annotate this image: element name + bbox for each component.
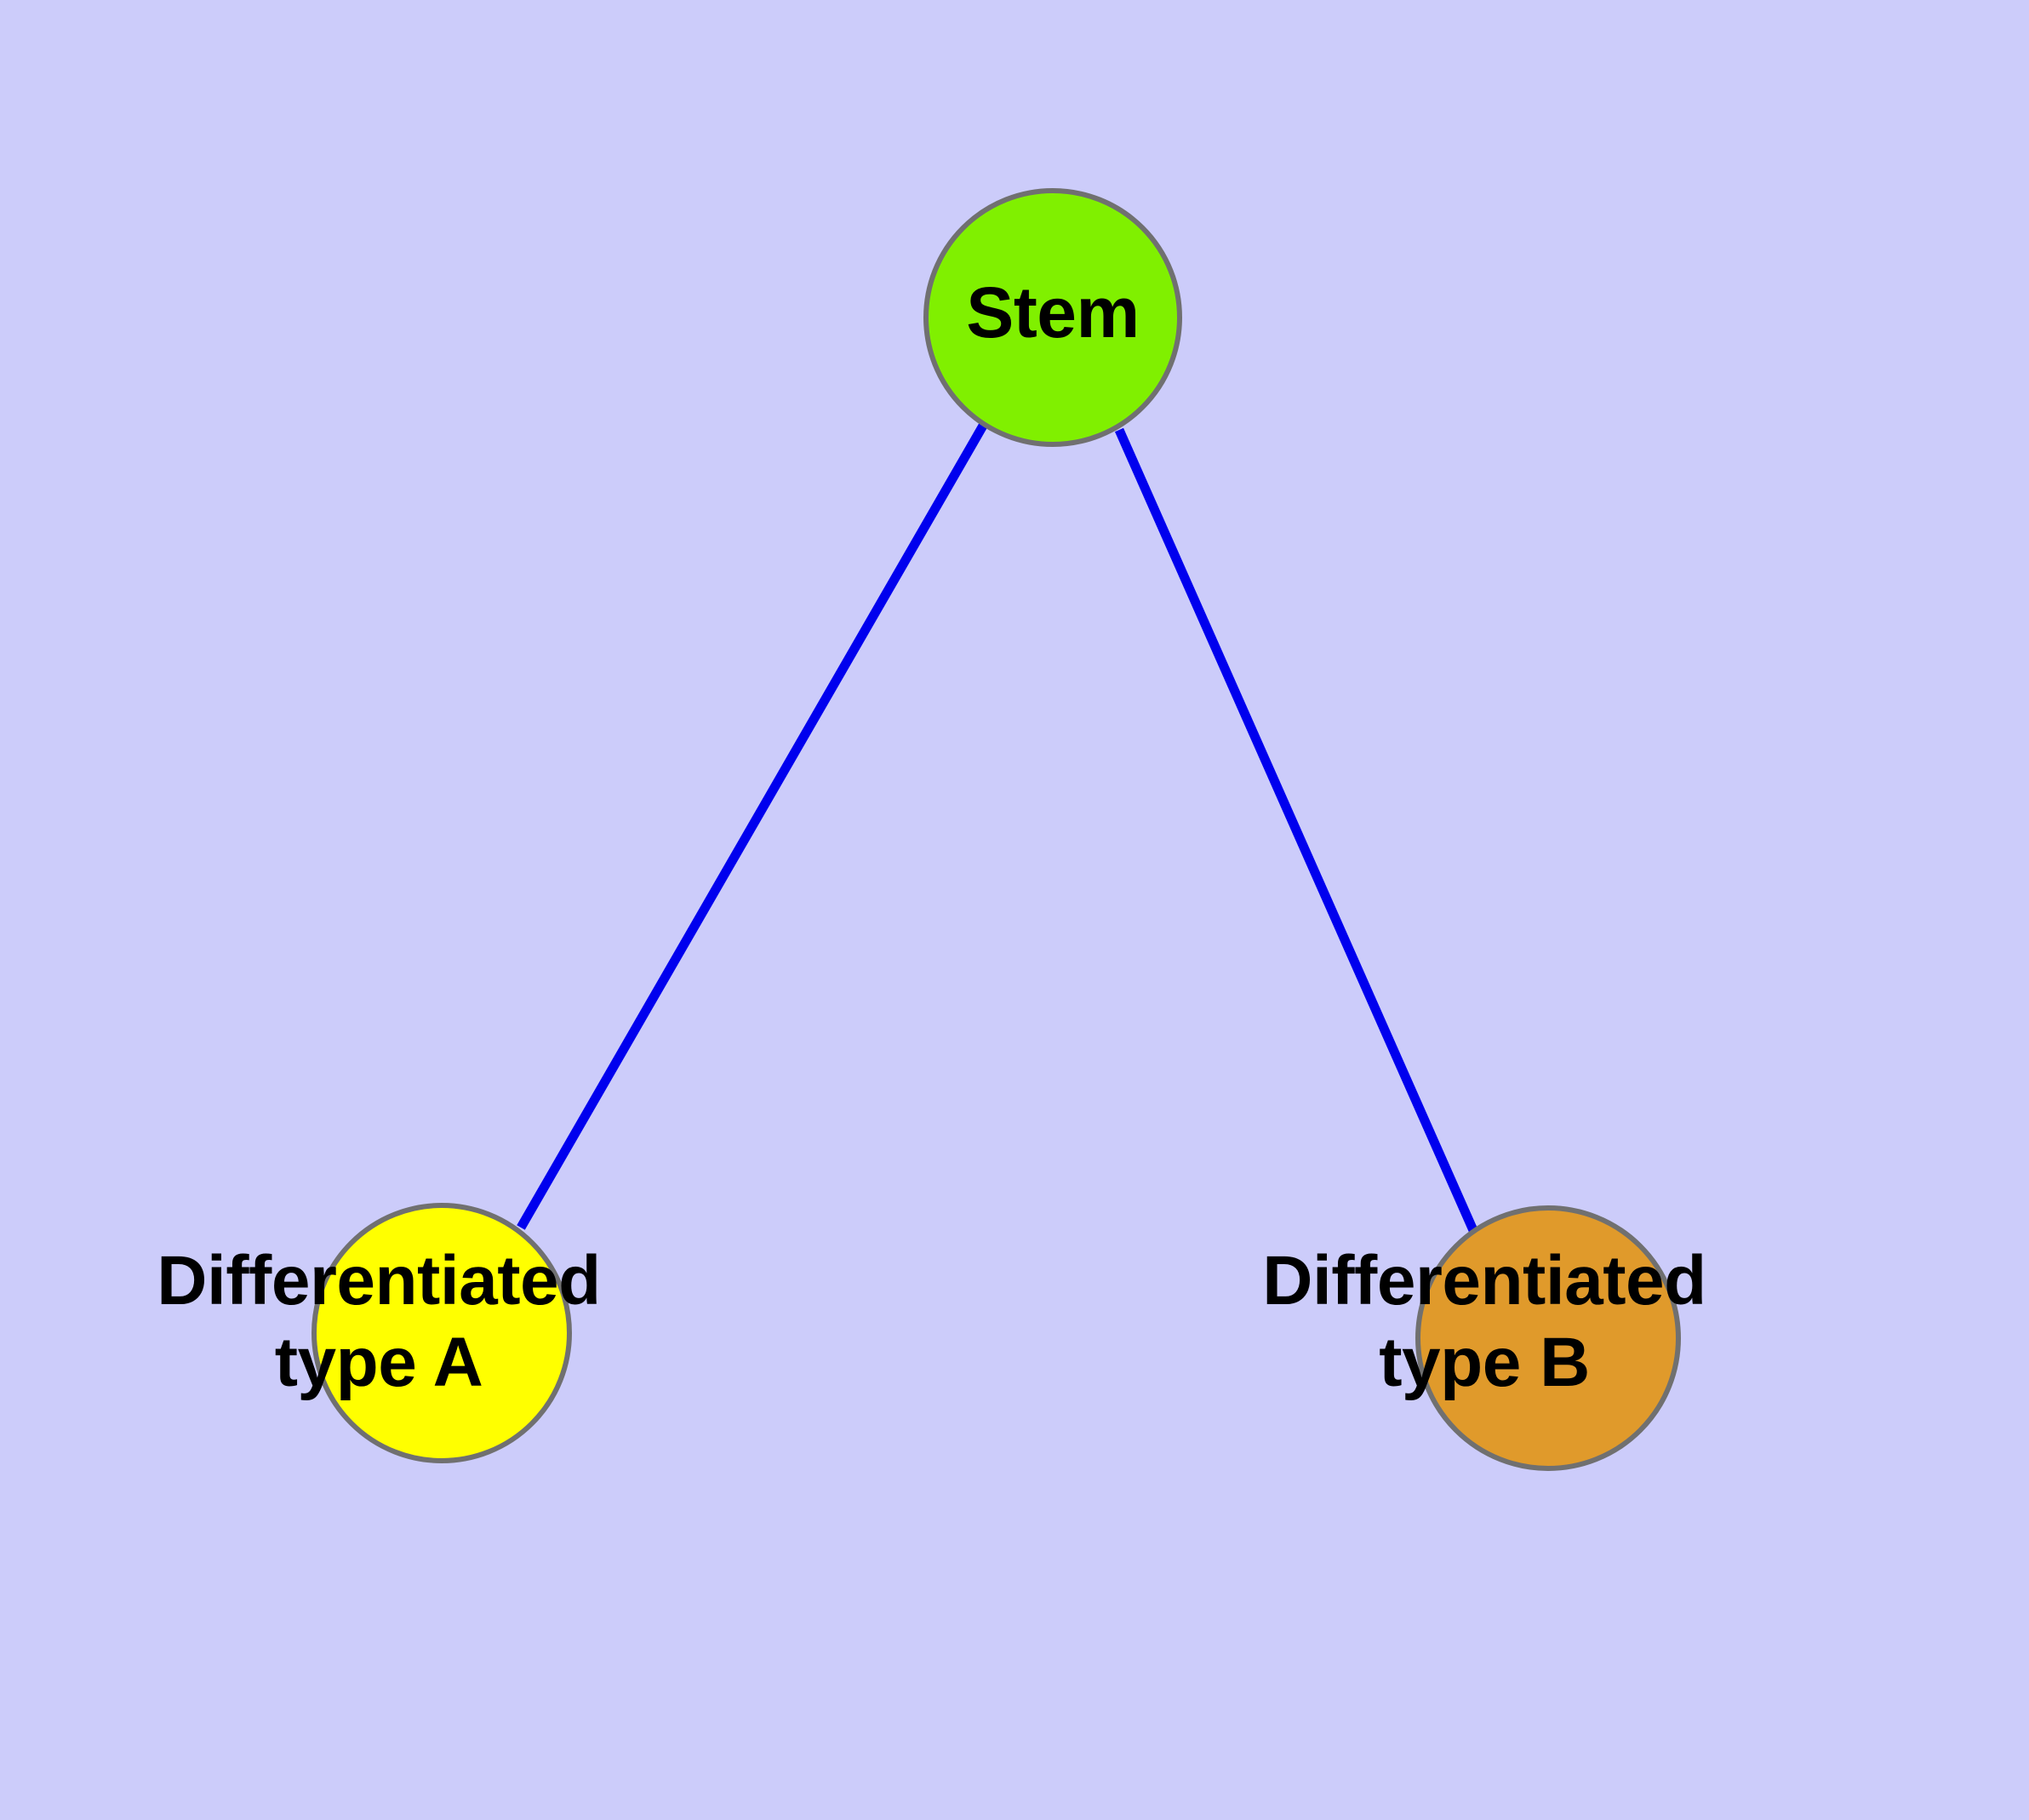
node-circle-differentiated-type-b[interactable] <box>1415 1205 1681 1471</box>
edge-stem-to-differentiated-type-b[interactable] <box>1114 427 1481 1239</box>
edge-layer <box>517 423 1481 1239</box>
node-circle-differentiated-type-a[interactable] <box>311 1203 572 1463</box>
edge-stem-to-differentiated-type-a[interactable] <box>517 423 987 1230</box>
node-layer <box>311 188 1681 1471</box>
node-circle-stem[interactable] <box>923 188 1182 447</box>
